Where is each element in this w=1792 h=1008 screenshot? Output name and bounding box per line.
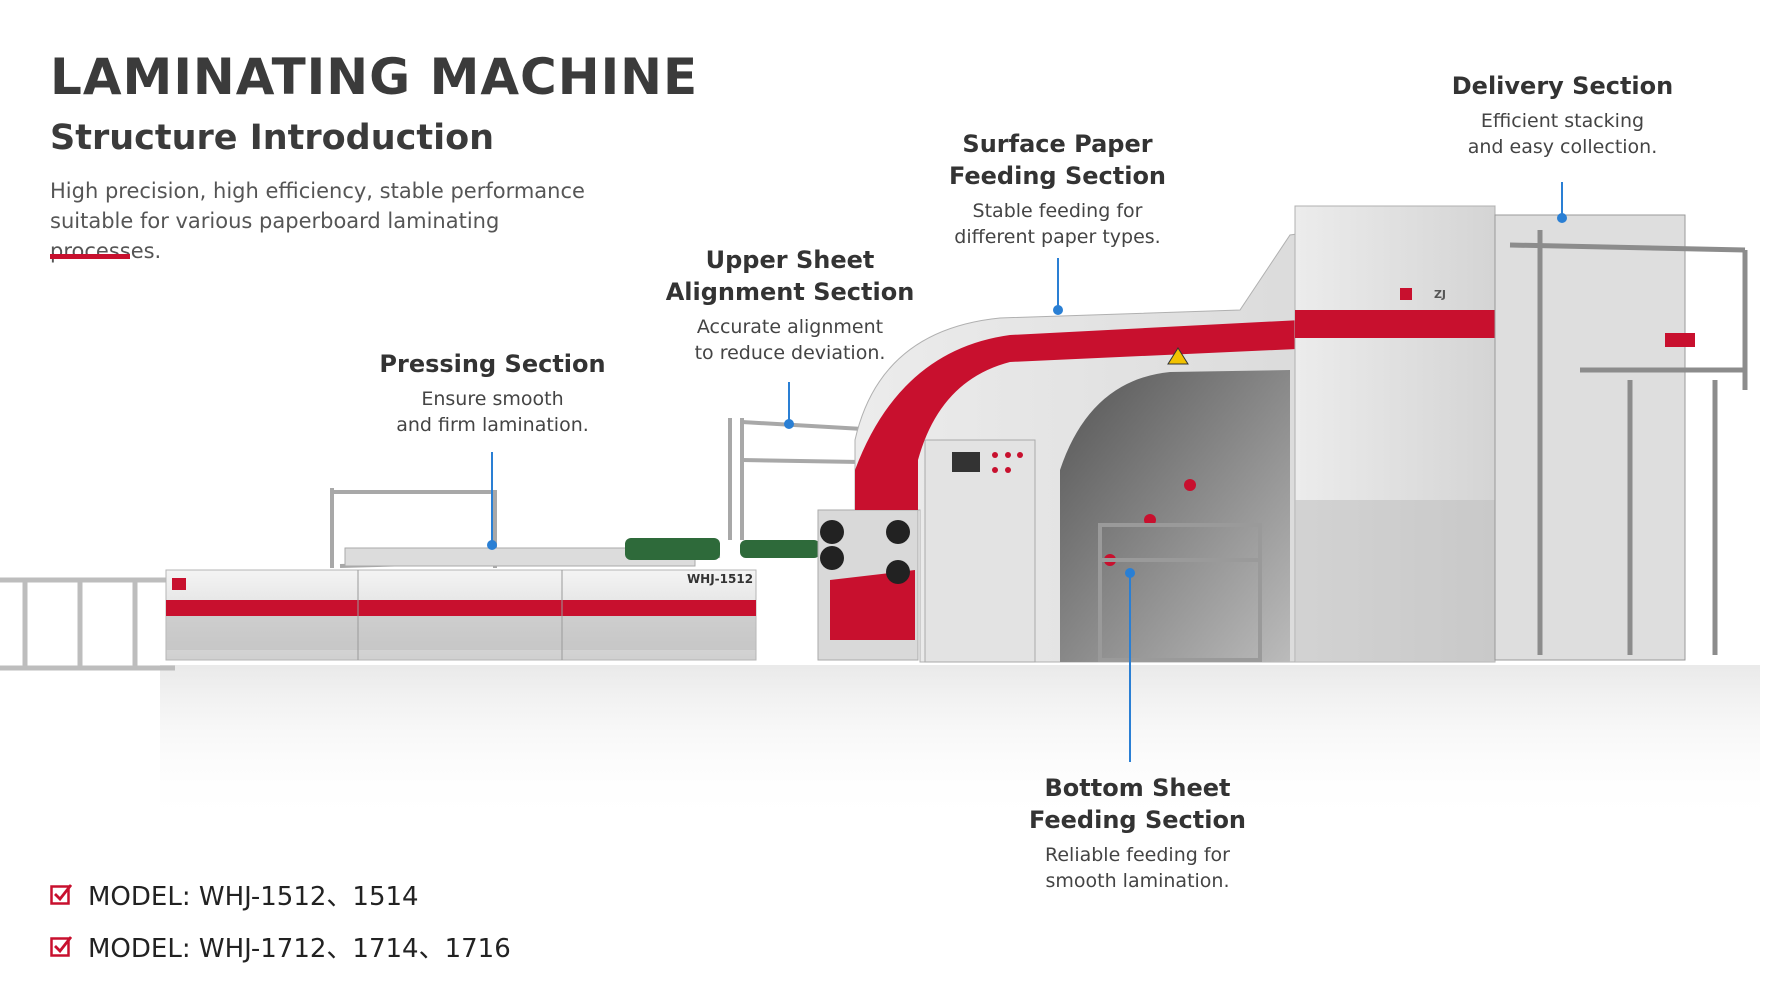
bottom-sheet-dot-marker-icon (1125, 568, 1135, 578)
model-row: MODEL: WHJ-1712、1714、1716 (50, 920, 511, 972)
feeder-tunnel (1060, 370, 1290, 662)
callout-bottom-sheet-desc: Reliable feeding for smooth lamination. (1045, 844, 1230, 892)
conveyor-rails (0, 577, 175, 671)
callout-delivery-desc: Efficient stacking and easy collection. (1467, 110, 1658, 158)
model-list: MODEL: WHJ-1512、1514 MODEL: WHJ-1712、171… (50, 868, 511, 972)
checkbox-checked-icon (50, 884, 72, 905)
pressing-dot-marker-icon (487, 540, 497, 550)
page-title: LAMINATING MACHINE (50, 48, 699, 106)
delivery-dot-marker-icon (1557, 213, 1567, 223)
model-text: MODEL: WHJ-1712、1714、1716 (88, 933, 511, 964)
bottom-feed-frame (1098, 523, 1262, 662)
callout-pressing-title: Pressing Section (379, 350, 606, 378)
svg-text:ZJ: ZJ (1434, 288, 1446, 301)
model-row: MODEL: WHJ-1512、1514 (50, 868, 511, 920)
callout-bottom-sheet-title: Bottom Sheet Feeding Section (1028, 774, 1247, 834)
callout-surface-paper-desc: Stable feeding for different paper types… (954, 200, 1161, 248)
green-belt (625, 538, 720, 560)
delivery-stacker (1494, 214, 1686, 661)
rollers (820, 520, 910, 584)
callout-upper-sheet-desc: Accurate alignment to reduce deviation. (694, 316, 886, 364)
stacker-frame (1509, 230, 1748, 655)
callout-upper-sheet-title: Upper Sheet Alignment Section (665, 246, 915, 306)
feeder-red-band (855, 310, 1495, 510)
intro-text: High precision, high efficiency, stable … (50, 176, 610, 266)
model-text: MODEL: WHJ-1512、1514 (88, 881, 419, 912)
callout-delivery: Delivery Section Efficient stacking and … (1440, 70, 1685, 160)
front-logo (172, 578, 186, 590)
tower-logo (1400, 288, 1412, 300)
machine-model-plate: WHJ-1512 (687, 572, 753, 586)
callout-pressing-desc: Ensure smooth and firm lamination. (396, 388, 589, 436)
accent-bar (50, 254, 130, 259)
callout-delivery-title: Delivery Section (1451, 72, 1674, 100)
pressing-red-stripe (166, 600, 756, 616)
floor-reflection (160, 665, 1760, 825)
surface-paper-dot-marker-icon (1053, 305, 1063, 315)
intro-line-2: suitable for various paperboard laminati… (50, 209, 500, 263)
checkbox-checked-icon (50, 936, 72, 957)
callout-bottom-sheet: Bottom Sheet Feeding Section Reliable fe… (1015, 772, 1260, 894)
callout-upper-sheet: Upper Sheet Alignment Section Accurate a… (660, 244, 920, 366)
callout-pressing: Pressing Section Ensure smooth and firm … (370, 348, 615, 438)
upper-sheet-dot-marker-icon (784, 419, 794, 429)
callout-surface-paper-title: Surface Paper Feeding Section (948, 130, 1167, 190)
page-subtitle: Structure Introduction (50, 118, 495, 158)
alignment-frame (728, 418, 881, 540)
callout-surface-paper: Surface Paper Feeding Section Stable fee… (930, 128, 1185, 250)
control-panel (924, 439, 1036, 663)
intro-line-1: High precision, high efficiency, stable … (50, 179, 585, 203)
